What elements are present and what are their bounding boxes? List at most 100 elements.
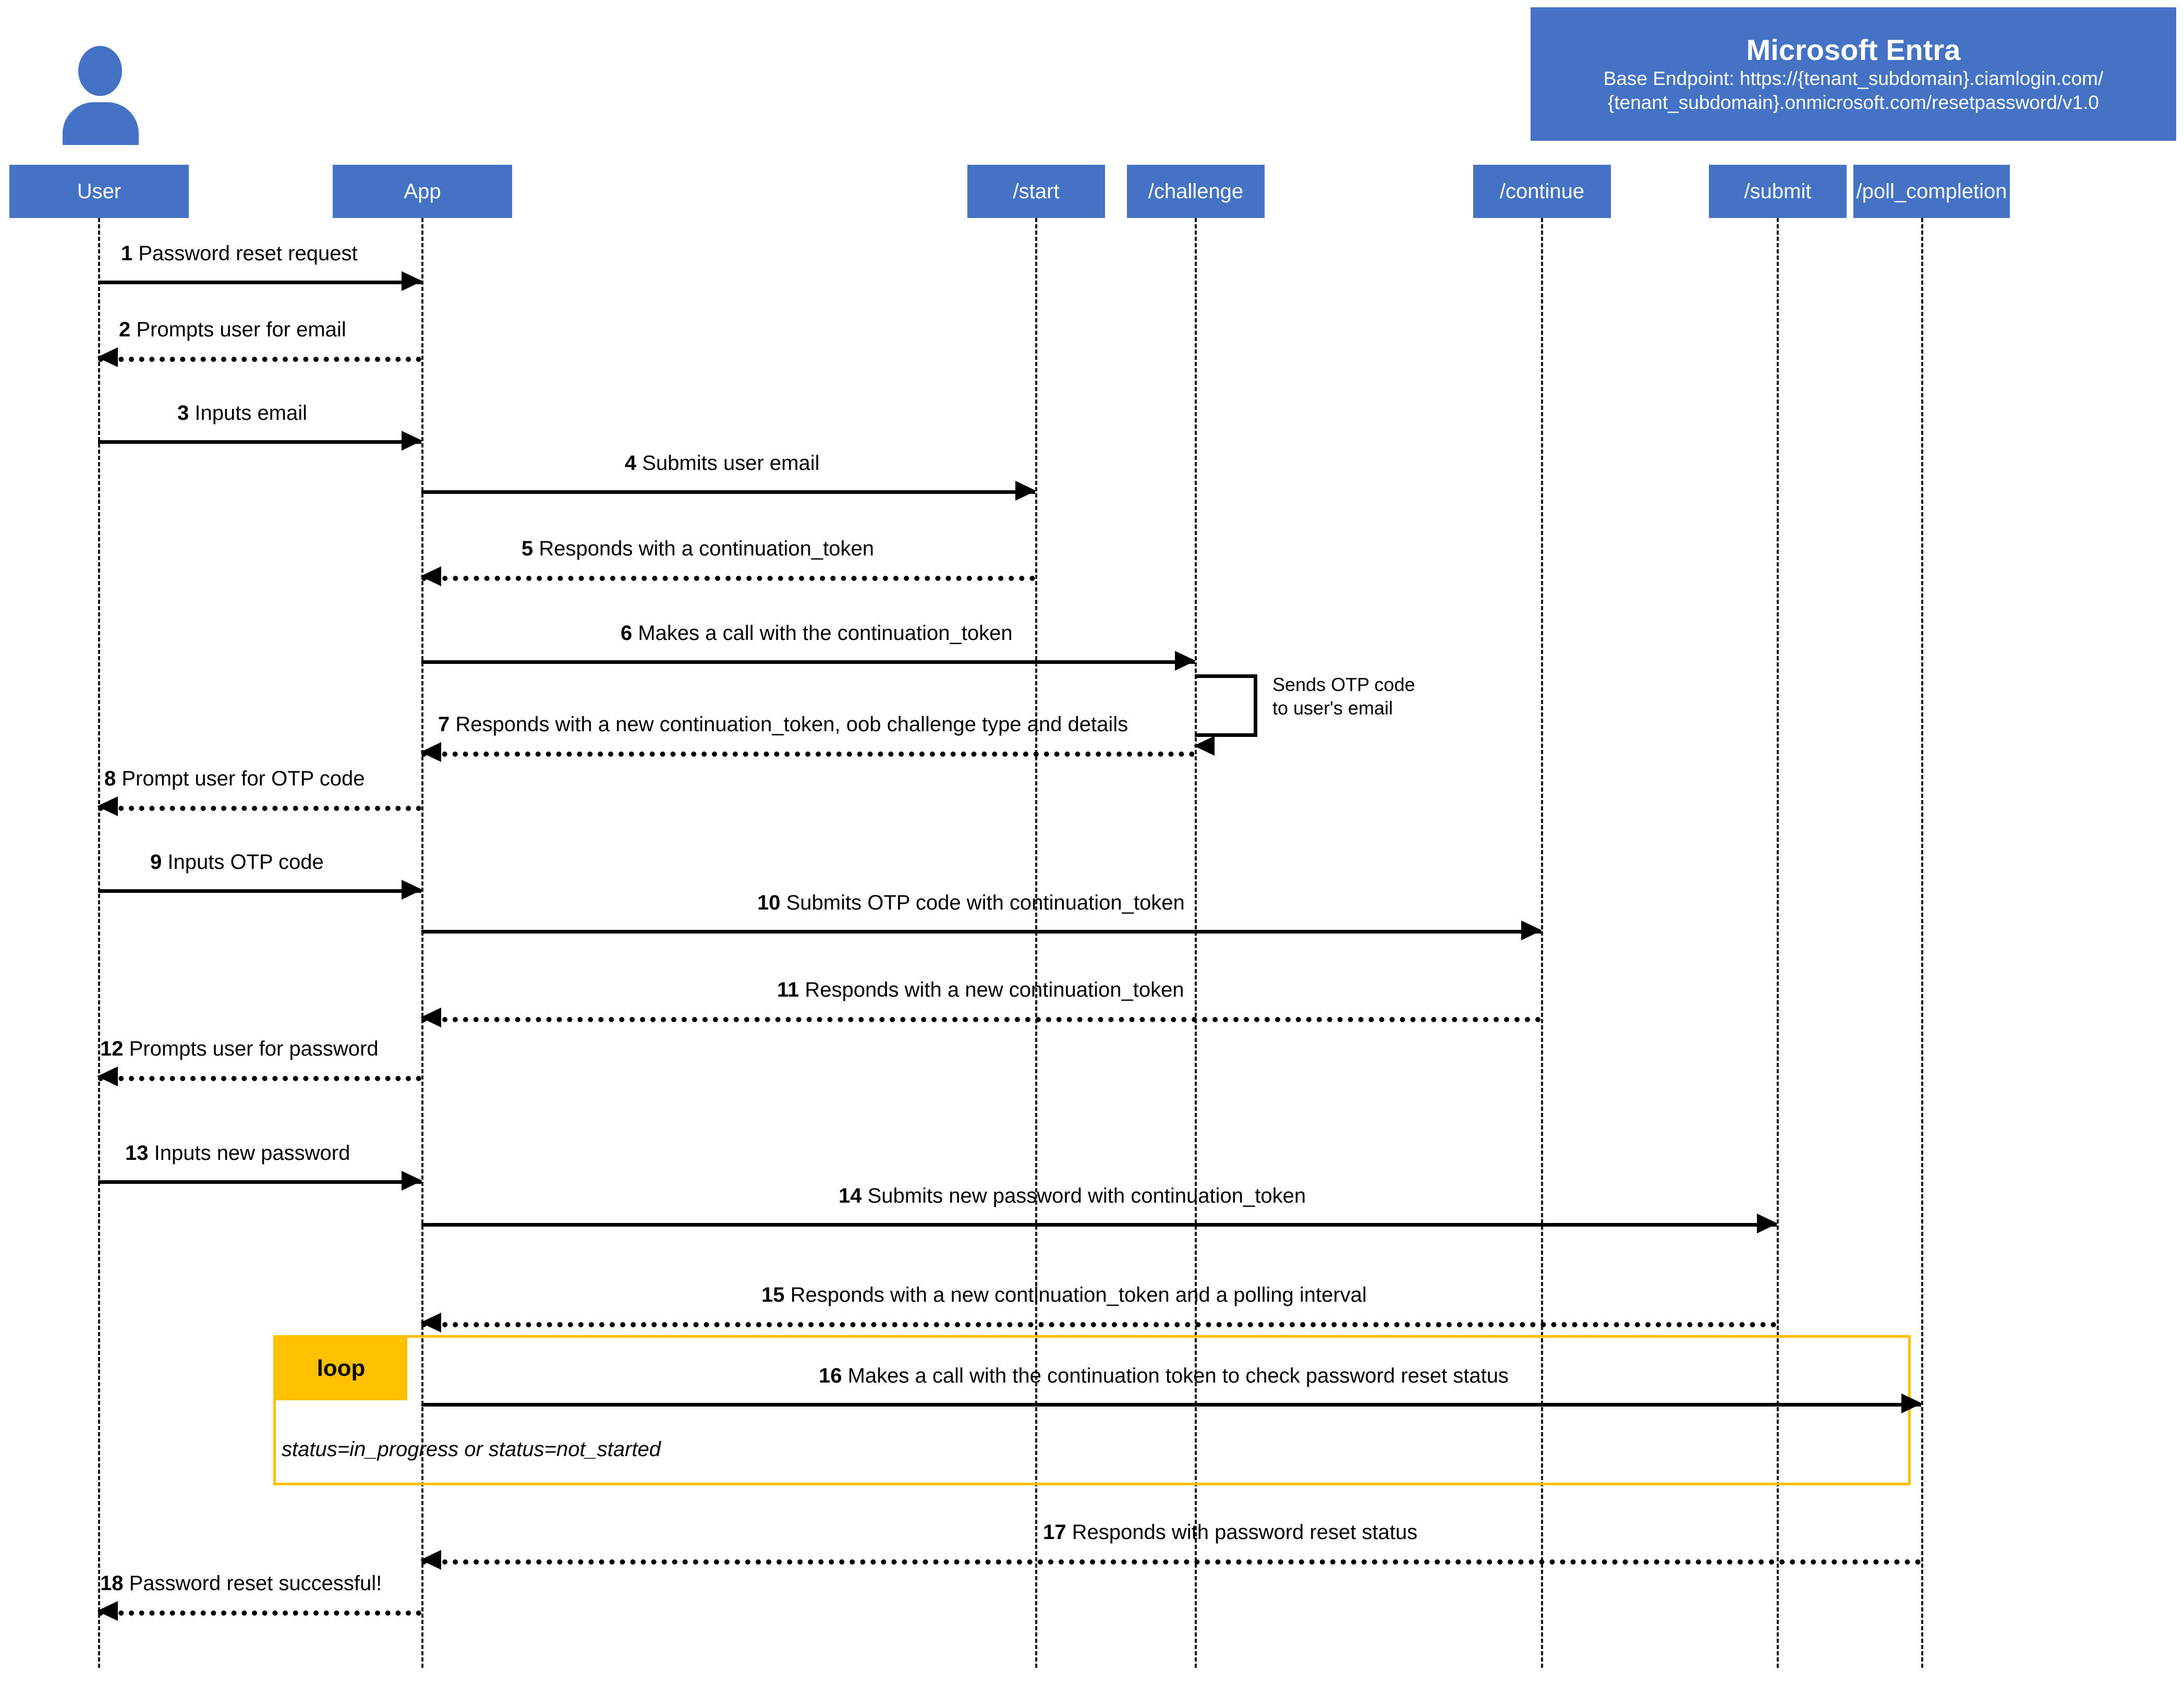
- self-message-note-line-2: to user's email: [1272, 697, 1393, 719]
- message-number-10: 10: [757, 891, 786, 914]
- arrowhead-left-2: [97, 347, 118, 367]
- self-message-challenge[interactable]: [1195, 674, 1257, 737]
- message-line-9: [98, 889, 421, 893]
- arrowhead-right-14: [1757, 1214, 1778, 1233]
- participant-box-app[interactable]: App: [333, 165, 512, 218]
- message-text-3: Inputs email: [195, 402, 308, 425]
- message-line-13: [98, 1180, 421, 1184]
- message-label-10: 10 Submits OTP code with continuation_to…: [757, 892, 1185, 913]
- participant-box-continue[interactable]: /continue: [1473, 165, 1611, 218]
- user-actor-icon: [56, 46, 145, 145]
- participant-label-user: User: [77, 179, 122, 203]
- message-label-14: 14 Submits new password with continuatio…: [839, 1185, 1306, 1206]
- message-number-8: 8: [104, 767, 122, 790]
- message-number-11: 11: [777, 978, 805, 1001]
- message-line-10: [421, 930, 1541, 934]
- message-label-2: 2 Prompts user for email: [119, 319, 346, 340]
- message-label-15: 15 Responds with a new continuation_toke…: [761, 1285, 1367, 1305]
- message-line-14: [421, 1223, 1777, 1227]
- participant-box-start[interactable]: /start: [967, 165, 1105, 218]
- message-label-8: 8 Prompt user for OTP code: [104, 768, 365, 789]
- self-message-note: Sends OTP code to user's email: [1272, 673, 1415, 720]
- lifeline-poll-completion: [1921, 218, 1923, 1668]
- lifeline-submit: [1777, 218, 1779, 1668]
- message-line-6: [421, 660, 1195, 664]
- entra-title: Microsoft Entra: [1746, 33, 1961, 66]
- message-text-10: Submits OTP code with continuation_token: [786, 891, 1185, 914]
- entra-endpoint-line-2: {tenant_subdomain}.onmicrosoft.com/reset…: [1608, 92, 2099, 114]
- message-number-4: 4: [625, 452, 642, 475]
- arrowhead-right-4: [1015, 481, 1036, 501]
- arrowhead-right-9: [402, 880, 422, 900]
- message-label-3: 3 Inputs email: [177, 403, 307, 423]
- message-number-18: 18: [100, 1572, 129, 1595]
- message-label-9: 9 Inputs OTP code: [150, 852, 324, 873]
- message-text-18: Password reset successful!: [129, 1572, 382, 1595]
- message-number-17: 17: [1043, 1521, 1072, 1544]
- message-line-17: [421, 1559, 1921, 1565]
- message-text-17: Responds with password reset status: [1072, 1521, 1418, 1544]
- arrowhead-left-11: [420, 1008, 441, 1027]
- arrowhead-left-5: [420, 566, 441, 586]
- participant-label-start: /start: [1013, 179, 1060, 203]
- participant-box-challenge[interactable]: /challenge: [1127, 165, 1265, 218]
- message-number-13: 13: [125, 1142, 154, 1165]
- message-line-7: [421, 752, 1195, 757]
- message-text-16: Makes a call with the continuation token…: [847, 1364, 1509, 1387]
- message-text-6: Makes a call with the continuation_token: [638, 622, 1013, 645]
- arrowhead-left-self-message: [1194, 736, 1215, 756]
- participant-label-challenge: /challenge: [1148, 179, 1244, 203]
- message-label-18: 18 Password reset successful!: [100, 1573, 382, 1594]
- message-text-2: Prompts user for email: [136, 318, 346, 341]
- participant-label-continue: /continue: [1499, 179, 1585, 203]
- lifeline-challenge: [1195, 218, 1197, 1668]
- message-line-16: [421, 1403, 1921, 1407]
- message-number-9: 9: [150, 851, 168, 874]
- loop-fragment-frame: [273, 1335, 1911, 1485]
- arrowhead-right-16: [1901, 1394, 1922, 1413]
- participant-box-user[interactable]: User: [9, 165, 189, 218]
- arrowhead-right-1: [402, 271, 422, 291]
- message-label-12: 12 Prompts user for password: [100, 1038, 379, 1059]
- message-label-7: 7 Responds with a new continuation_token…: [438, 714, 1128, 735]
- arrowhead-left-12: [97, 1067, 118, 1086]
- message-number-7: 7: [438, 713, 456, 736]
- lifeline-start: [1035, 218, 1037, 1668]
- message-number-5: 5: [521, 537, 539, 560]
- message-line-1: [98, 281, 421, 284]
- message-text-11: Responds with a new continuation_token: [805, 978, 1184, 1001]
- message-text-4: Submits user email: [642, 452, 820, 475]
- message-number-12: 12: [100, 1037, 129, 1060]
- self-message-note-line-1: Sends OTP code: [1272, 674, 1415, 695]
- message-text-12: Prompts user for password: [129, 1037, 379, 1060]
- actor-body-shape: [63, 102, 139, 145]
- message-label-16: 16 Makes a call with the continuation to…: [819, 1365, 1509, 1386]
- message-text-13: Inputs new password: [154, 1142, 350, 1165]
- loop-fragment-condition: status=in_progress or status=not_started: [282, 1438, 661, 1461]
- message-line-8: [98, 806, 421, 811]
- message-line-5: [421, 576, 1035, 581]
- arrowhead-left-18: [97, 1601, 118, 1621]
- message-number-3: 3: [177, 402, 195, 425]
- message-line-12: [98, 1076, 421, 1081]
- message-text-1: Password reset request: [138, 242, 358, 265]
- message-line-4: [421, 490, 1035, 494]
- lifeline-continue: [1541, 218, 1543, 1668]
- message-line-3: [98, 440, 421, 444]
- message-number-1: 1: [121, 242, 139, 265]
- arrowhead-left-17: [420, 1550, 441, 1570]
- participant-label-app: App: [404, 179, 441, 203]
- loop-tag-label: loop: [317, 1355, 366, 1381]
- lifeline-user: [98, 218, 100, 1668]
- message-text-7: Responds with a new continuation_token, …: [455, 713, 1129, 736]
- participant-label-poll-completion: /poll_completion: [1856, 179, 2007, 203]
- message-line-15: [421, 1322, 1777, 1327]
- message-text-9: Inputs OTP code: [167, 851, 324, 874]
- message-number-14: 14: [839, 1184, 868, 1207]
- arrowhead-right-3: [402, 431, 422, 451]
- participant-box-submit[interactable]: /submit: [1709, 165, 1847, 218]
- message-line-11: [421, 1017, 1541, 1022]
- message-label-11: 11 Responds with a new continuation_toke…: [777, 979, 1184, 1000]
- message-number-2: 2: [119, 318, 137, 341]
- participant-box-poll-completion[interactable]: /poll_completion: [1853, 165, 2010, 218]
